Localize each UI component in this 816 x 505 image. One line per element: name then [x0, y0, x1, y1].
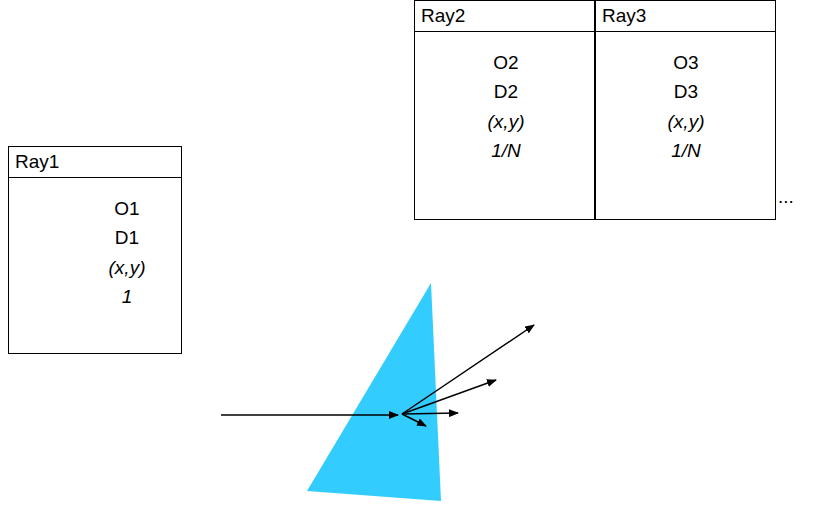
record-title: Ray1 [9, 147, 181, 178]
scattered-ray [402, 413, 458, 414]
ellipsis-label: ... [778, 186, 794, 208]
ray-record-box: Ray3O3D3 (x,y) 1/N [595, 0, 776, 220]
scattered-ray [402, 380, 496, 414]
prism [307, 283, 441, 501]
ray-record-box: Ray2O2D2 (x,y) 1/N [414, 0, 595, 220]
record-field: D2 [494, 81, 518, 103]
record-title: Ray2 [415, 1, 594, 32]
record-field: D1 [115, 227, 139, 249]
incident-ray [221, 414, 398, 416]
record-title: Ray3 [596, 1, 775, 32]
record-field: 1/N [671, 140, 701, 162]
record-field: 1/N [491, 140, 521, 162]
record-field: D3 [674, 81, 698, 103]
record-field: (x,y) [109, 257, 146, 279]
record-field: 1 [122, 286, 133, 308]
record-field: (x,y) [488, 111, 525, 133]
scattered-ray [402, 325, 534, 414]
record-field: O3 [673, 52, 698, 74]
ray-record-box: Ray1O1D1 (x,y) 1 [8, 146, 182, 354]
record-field: (x,y) [668, 111, 705, 133]
scattered-ray [402, 414, 426, 426]
record-field: O1 [114, 198, 139, 220]
record-field: O2 [493, 52, 518, 74]
